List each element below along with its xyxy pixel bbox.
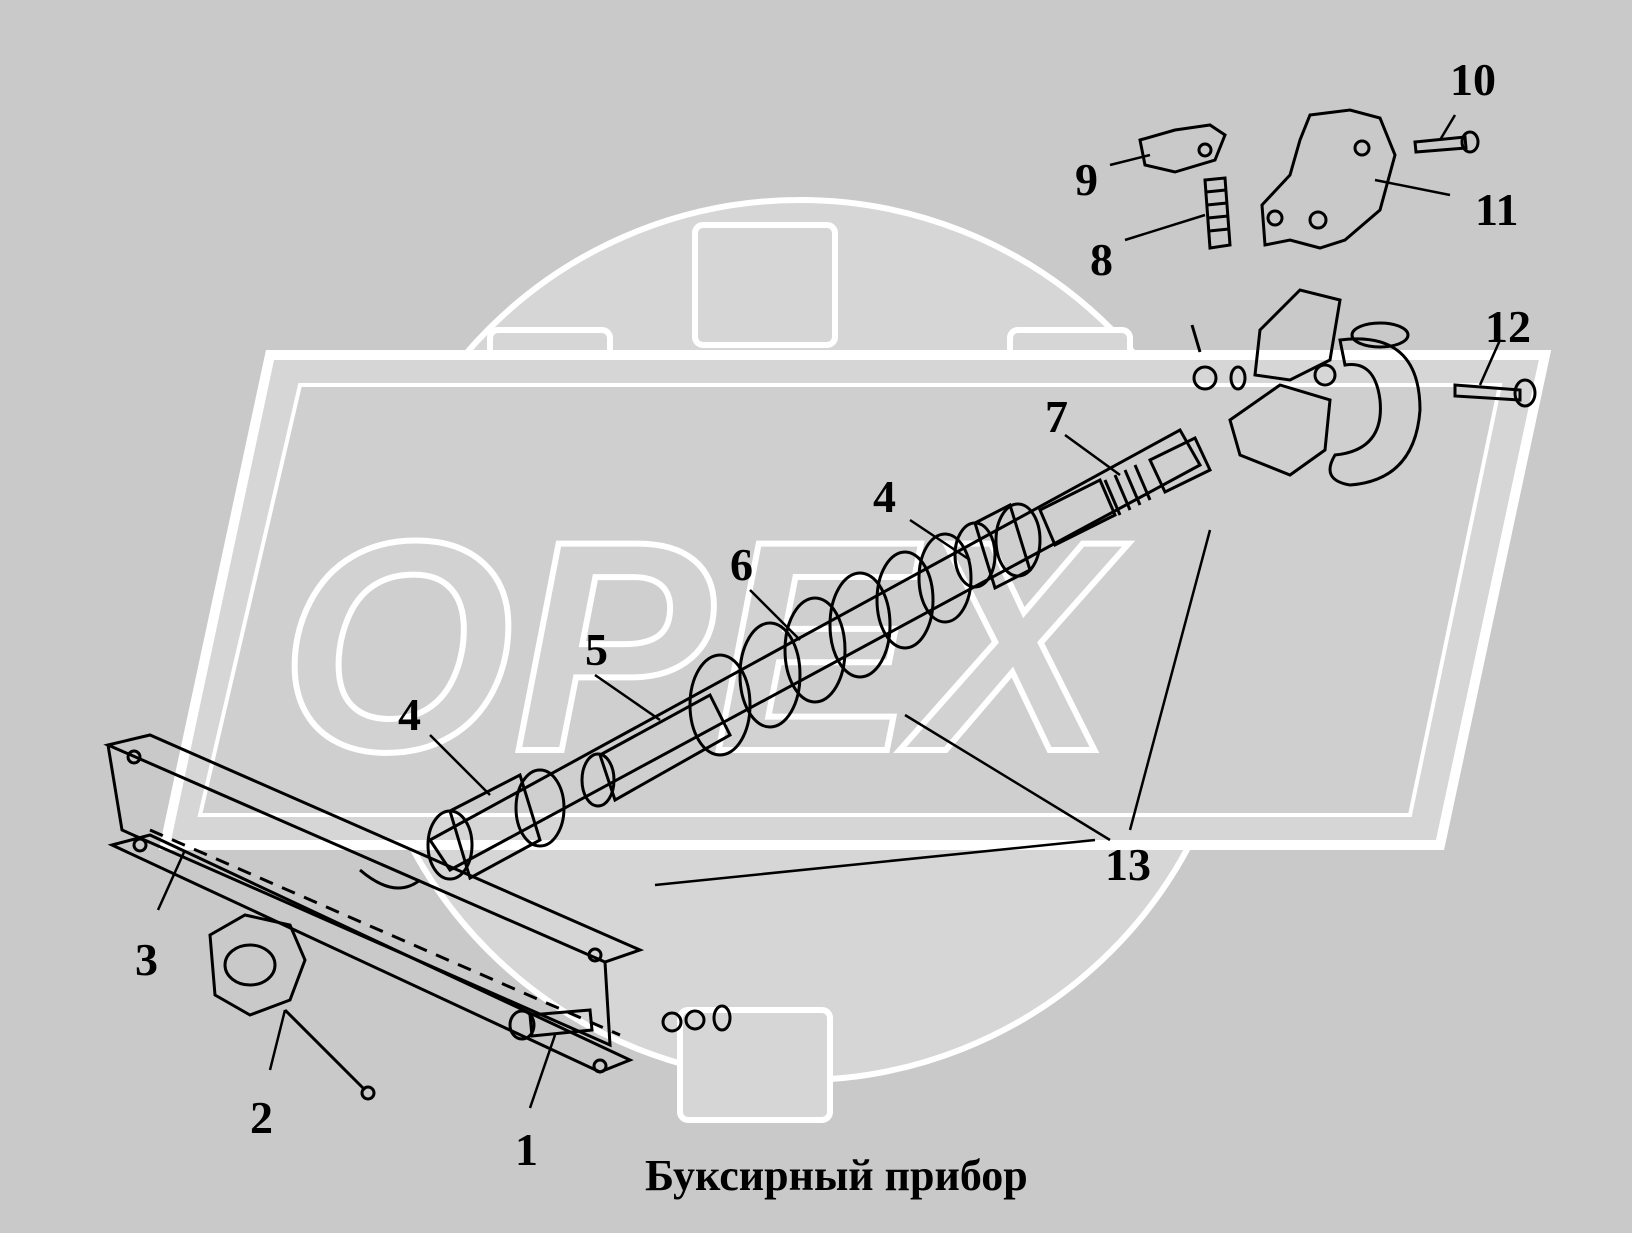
watermark-text: ОРЕХ	[280, 478, 1129, 814]
callout-9: 9	[1075, 154, 1098, 205]
latch-spring	[1203, 176, 1232, 250]
lock-bracket	[1260, 108, 1397, 250]
leader-4b	[909, 518, 971, 562]
leader-13a	[654, 838, 1096, 887]
bushing-right	[953, 502, 1042, 591]
callout-8: 8	[1090, 234, 1113, 285]
parts	[103, 108, 1537, 1101]
coil-spring	[688, 532, 973, 757]
callout-4-left: 4	[398, 689, 421, 740]
leader-12	[1478, 339, 1502, 386]
leader-1	[528, 1034, 557, 1109]
leader-4a	[429, 734, 491, 796]
leader-13b	[904, 713, 1111, 842]
leader-11	[1374, 178, 1451, 197]
tow-hook	[1228, 288, 1422, 487]
leader-8	[1124, 213, 1206, 242]
callout-2: 2	[250, 1092, 273, 1143]
watermark-frame-inner	[197, 383, 1503, 817]
leader-7	[1064, 433, 1121, 477]
callout-1: 1	[515, 1124, 538, 1175]
leader-13c	[1128, 529, 1212, 831]
sleeve	[598, 692, 732, 803]
leader-10	[1438, 114, 1457, 141]
leader-2	[268, 1009, 287, 1071]
drawbar-shaft	[427, 427, 1203, 872]
castle-nut	[208, 913, 376, 1101]
callout-10: 10	[1450, 54, 1496, 105]
callout-5: 5	[585, 624, 608, 675]
callout-4-right: 4	[873, 471, 896, 522]
hook-pin	[1453, 378, 1537, 408]
watermark-logo: ОРЕХ	[158, 197, 1552, 1123]
leader-6	[749, 589, 801, 641]
crossbeam	[103, 733, 645, 1074]
callout-12: 12	[1485, 301, 1531, 352]
callouts: 1 2 3 4 4 5 6 7 8 9 10 11 12 13	[135, 54, 1531, 1175]
callout-3: 3	[135, 934, 158, 985]
bracket-bolt	[1413, 130, 1480, 154]
leader-9	[1109, 153, 1151, 167]
washers-hook	[1190, 324, 1247, 391]
leader-3	[156, 849, 187, 911]
latch	[1138, 123, 1227, 174]
leader-5	[594, 673, 661, 722]
diagram-title: Буксирный прибор	[645, 1151, 1028, 1200]
threaded-rod	[1038, 435, 1212, 548]
callout-13: 13	[1105, 839, 1151, 890]
callout-11: 11	[1475, 184, 1518, 235]
leader-lines	[156, 114, 1502, 1109]
callout-7: 7	[1045, 391, 1068, 442]
beam-bolt	[508, 1008, 594, 1041]
washers-beam	[661, 1004, 732, 1033]
bushing-left	[426, 752, 616, 881]
callout-6: 6	[730, 539, 753, 590]
